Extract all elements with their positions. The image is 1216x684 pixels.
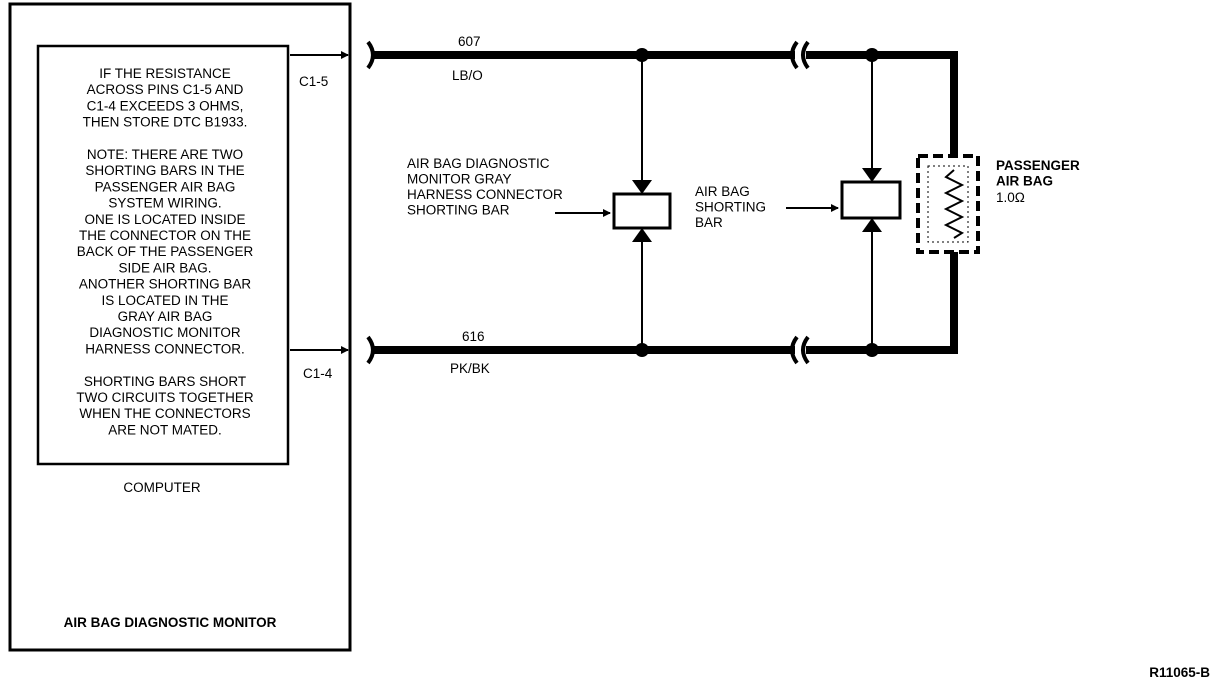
shorting-bar-1-box [612, 192, 672, 230]
note-text-line: HARNESS CONNECTOR. [85, 341, 245, 356]
note-text-line: DIAGNOSTIC MONITOR [89, 325, 241, 340]
air-bag-resistance-label: 1.0Ω [996, 190, 1025, 205]
note-text-line: IS LOCATED IN THE [101, 293, 228, 308]
note-text-line: ARE NOT MATED. [108, 422, 222, 437]
shorting-bar-1-top-arrow [632, 180, 652, 194]
sb1-label-line: SHORTING BAR [407, 203, 510, 218]
sb2-label-line: SHORTING [695, 200, 766, 215]
passenger-air-bag-inner [927, 165, 969, 243]
wire-616-color-label: PK/BK [450, 361, 490, 376]
computer-label: COMPUTER [123, 480, 201, 495]
pin-label-c1-4: C1-4 [303, 366, 333, 381]
shorting-bar-2-box [840, 180, 902, 220]
sb1-label-line: AIR BAG DIAGNOSTIC [407, 156, 550, 171]
note-text-line: ACROSS PINS C1-5 AND [87, 82, 244, 97]
note-text-line: SHORTING BARS IN THE [85, 163, 244, 178]
sb1-label-line: HARNESS CONNECTOR [407, 187, 563, 202]
wire-616-circuit-label: 616 [462, 329, 485, 344]
note-text-line: THE CONNECTOR ON THE [79, 228, 251, 243]
shorting-bar-1-bottom-arrow [632, 228, 652, 242]
note-text-line: PASSENGER AIR BAG [95, 179, 236, 194]
sb1-label-line: MONITOR GRAY [407, 172, 512, 187]
resistance-note-box [36, 44, 290, 466]
note-text-line: C1-4 EXCEEDS 3 OHMS, [87, 98, 244, 113]
note-text-line: THEN STORE DTC B1933. [83, 115, 248, 130]
wire-607-color-label: LB/O [452, 68, 483, 83]
note-text-line: GRAY AIR BAG [118, 309, 213, 324]
connector-bracket-c1-5 [366, 40, 375, 70]
diagnostic-monitor-module [8, 2, 352, 652]
module-name-label: AIR BAG DIAGNOSTIC MONITOR [64, 615, 277, 630]
inline-connector-top [790, 40, 810, 70]
note-text-line: SHORTING BARS SHORT [84, 374, 246, 389]
air-bag-resistor-symbol [943, 169, 965, 239]
sb2-label-line: AIR BAG [695, 184, 750, 199]
note-text-line: SYSTEM WIRING. [108, 196, 221, 211]
inline-connector-bottom [790, 335, 810, 365]
note-text-line: WHEN THE CONNECTORS [79, 406, 250, 421]
connector-bracket-c1-4 [366, 335, 375, 365]
wire-607-circuit-label: 607 [458, 34, 481, 49]
passenger-air-bag-box [916, 154, 980, 254]
pab-label-line: PASSENGER [996, 158, 1080, 173]
shorting-bar-2-top-arrow [862, 168, 882, 182]
shorting-bar-2-bottom-arrow [862, 218, 882, 232]
figure-id: R11065-B [1149, 665, 1210, 680]
note-text-line: IF THE RESISTANCE [99, 66, 231, 81]
note-text-line: ANOTHER SHORTING BAR [79, 277, 252, 292]
note-text-line: TWO CIRCUITS TOGETHER [76, 390, 254, 405]
note-text-line: ONE IS LOCATED INSIDE [84, 212, 245, 227]
note-text-line: NOTE: THERE ARE TWO [87, 147, 243, 162]
sb2-label-line: BAR [695, 215, 723, 230]
note-text-line: SIDE AIR BAG. [118, 260, 211, 275]
pab-label-line: AIR BAG [996, 174, 1053, 189]
pin-label-c1-5: C1-5 [299, 74, 328, 89]
note-text-line: BACK OF THE PASSENGER [77, 244, 254, 259]
